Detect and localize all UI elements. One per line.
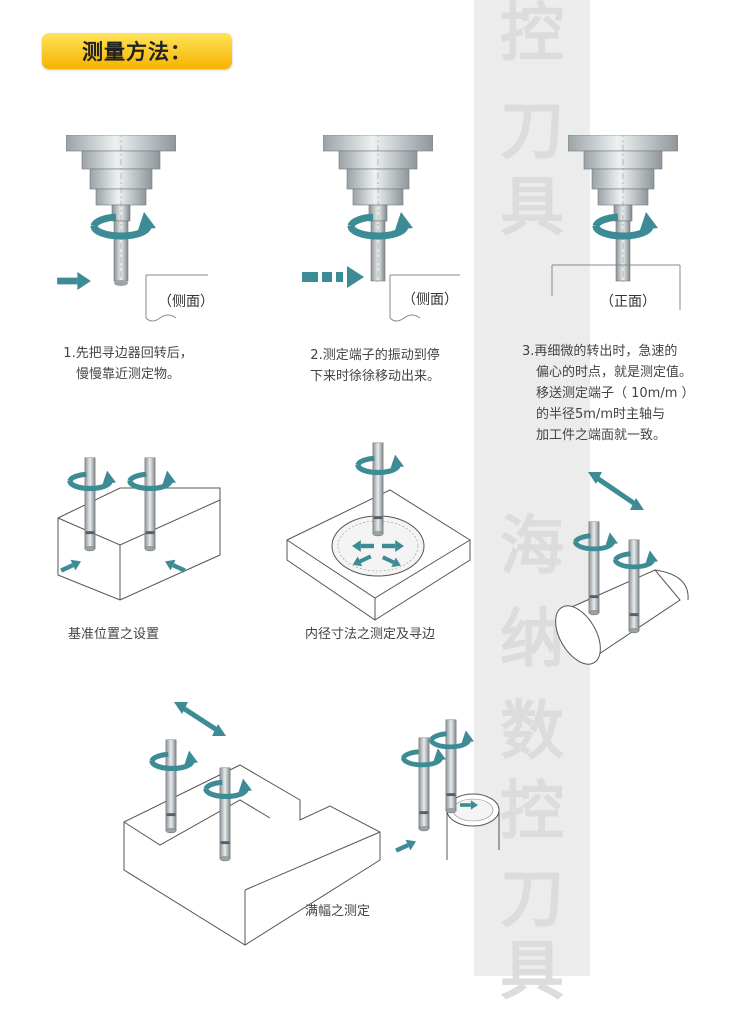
watermark-char: 数 — [500, 695, 564, 769]
step3-caption-line: 3.再细微的转出时，急速的 — [522, 344, 678, 359]
step1-caption-line: 慢慢靠近测定物。 — [75, 367, 180, 382]
app2-figure — [286, 442, 471, 621]
app4-figure — [123, 702, 381, 946]
watermark-char: 海 — [500, 510, 564, 584]
app3-caption: 满幅之测定 — [305, 904, 371, 919]
app1-caption: 基准位置之设置 — [68, 627, 160, 642]
step3-figure: （正面） — [551, 135, 681, 310]
watermark-char: 刀 — [500, 95, 564, 169]
watermark-char: 控 — [500, 775, 564, 849]
illustration-canvas: （侧面） （侧面） （正面） — [57, 135, 689, 946]
watermark-char: 刀 — [500, 863, 564, 937]
step1-tag: （侧面） — [158, 294, 214, 310]
step1-figure: （侧面） — [57, 135, 214, 322]
app1-figure — [57, 457, 221, 601]
watermark-char: 具 — [500, 171, 564, 245]
watermark-char: 纳 — [500, 603, 564, 677]
step3-caption-line: 加工件之端面就一致。 — [536, 428, 667, 443]
app4b-figure — [393, 719, 500, 860]
section-title: 测量方法： — [42, 33, 232, 69]
step3-caption-line: 移送测定端子（ 10m/m ） — [536, 386, 695, 401]
step3-caption-line: 偏心的时点，就是测定值。 — [536, 365, 693, 380]
step3-caption: 3.再细微的转出时，急速的 偏心的时点，就是测定值。 移送测定端子（ 10m/m… — [522, 341, 712, 446]
step1-caption-line: 1.先把寻边器回转后， — [63, 346, 193, 361]
step2-tag: （侧面） — [402, 292, 458, 308]
step3-tag: （正面） — [600, 294, 656, 310]
watermark-char: 控 — [500, 0, 564, 71]
step2-figure: （侧面） — [302, 135, 460, 322]
step1-caption: 1.先把寻边器回转后， 慢慢靠近测定物。 — [58, 343, 198, 385]
step2-caption: 2.测定端子的振动到停 下来时徐徐移动出来。 — [300, 345, 450, 387]
step2-caption-line: 2.测定端子的振动到停 — [310, 348, 440, 363]
step2-caption-line: 下来时徐徐移动出来。 — [309, 369, 440, 384]
app3-figure — [555, 472, 689, 665]
step3-caption-line: 的半径5m/m时主轴与 — [536, 407, 665, 422]
app2-caption: 内径寸法之测定及寻边 — [305, 627, 436, 642]
